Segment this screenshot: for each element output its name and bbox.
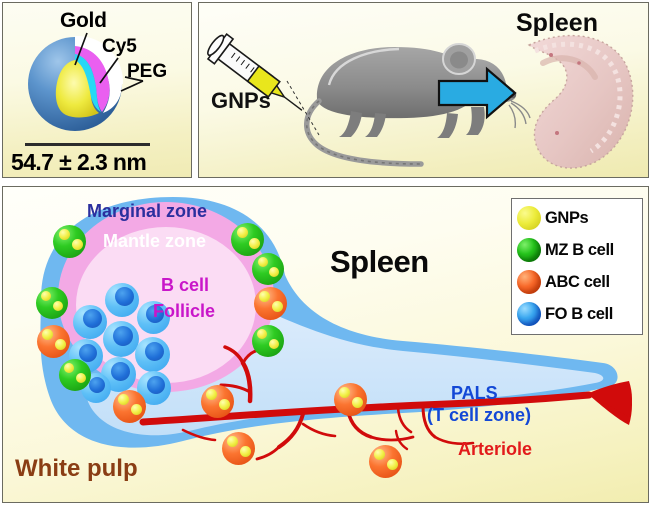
- gnp-particle: [118, 394, 129, 405]
- gnp-particle: [41, 291, 51, 301]
- gnp-particle: [269, 339, 279, 349]
- mz-b-cell: [252, 253, 284, 285]
- fo-b-cell-nucleus: [89, 377, 105, 393]
- label-white-pulp: White pulp: [15, 455, 138, 482]
- gnp-particle: [42, 329, 53, 340]
- transfer-arrow-icon: [437, 66, 517, 120]
- fo-b-cell-nucleus: [146, 305, 164, 323]
- gnp-particle: [257, 329, 267, 339]
- legend-label: FO B cell: [545, 304, 613, 323]
- label-arteriole: Arteriole: [458, 439, 533, 459]
- injection-path: [286, 80, 320, 136]
- gnp-particle: [206, 389, 217, 400]
- label-pals-line2: (T cell zone): [427, 405, 532, 425]
- legend-item-abc-cell: ABC cell: [517, 267, 610, 297]
- gnp-particle: [339, 387, 350, 398]
- gnp-particle: [72, 239, 83, 250]
- nanoparticle-label-peg: PEG: [127, 61, 168, 82]
- gnp-particle: [240, 446, 251, 457]
- gnp-particle: [269, 267, 279, 277]
- fo-b-cell-swatch-icon: [517, 302, 541, 326]
- gnp-particle: [259, 291, 270, 302]
- legend-item-gnps: GNPs: [517, 203, 589, 233]
- label-b-cell-follicle-line1: B cell: [161, 275, 210, 295]
- gnp-particle: [227, 436, 238, 447]
- fo-b-cell-nucleus: [111, 362, 130, 381]
- mz-b-cell: [59, 359, 91, 391]
- legend-box: GNPs MZ B cell ABC cell FO B cell: [511, 198, 643, 335]
- nanoparticle-label-cy5: Cy5: [102, 36, 137, 57]
- gnp-particle: [237, 227, 248, 238]
- gnp-particle: [53, 301, 63, 311]
- gnp-particle: [76, 373, 86, 383]
- gnp-particle: [272, 301, 283, 312]
- fo-b-cell-nucleus: [115, 287, 134, 306]
- label-marginal-zone: Marginal zone: [87, 201, 208, 221]
- panel-nanoparticle-schematic: Gold Cy5 PEG 54.7 ± 2.3 nm: [2, 2, 192, 178]
- legend-label: ABC cell: [545, 272, 610, 291]
- panel-white-pulp-schematic: Marginal zone Mantle zone B cell Follicl…: [2, 186, 649, 503]
- legend-label: MZ B cell: [545, 240, 614, 259]
- gnp-particle: [55, 339, 66, 350]
- mz-b-cell: [36, 287, 68, 319]
- gnp-particle: [258, 257, 268, 267]
- mz-b-cell: [252, 325, 284, 357]
- mouse-injection-illustration: [206, 33, 634, 169]
- abc-cell-swatch-icon: [517, 270, 541, 294]
- gnp-particle: [131, 404, 142, 415]
- organ-label-spleen: Spleen: [516, 9, 598, 37]
- syringe-icon: [206, 33, 303, 111]
- scale-bar: [25, 143, 150, 146]
- gnp-particle: [374, 449, 385, 460]
- gnp-particle: [219, 399, 230, 410]
- nanoparticle-size-text: 54.7 ± 2.3 nm: [11, 149, 147, 175]
- legend-item-mz-b-cell: MZ B cell: [517, 235, 614, 265]
- label-b-cell-follicle-line2: Follicle: [153, 301, 216, 321]
- fo-b-cell-nucleus: [79, 344, 97, 362]
- gnp-particle: [59, 229, 70, 240]
- gnp-particle: [249, 238, 260, 249]
- legend-item-fo-b-cell: FO B cell: [517, 299, 613, 329]
- fo-b-cell-nucleus: [113, 326, 133, 346]
- gnp-particle: [64, 363, 74, 373]
- label-spleen-title: Spleen: [330, 244, 429, 279]
- fo-b-cell-nucleus: [83, 309, 102, 328]
- gnp-particle: [352, 397, 363, 408]
- mz-b-cell-swatch-icon: [517, 238, 541, 262]
- label-pals-line1: PALS: [451, 383, 498, 403]
- legend-label: GNPs: [545, 208, 589, 227]
- fo-b-cell-nucleus: [145, 342, 164, 361]
- nanoparticle-label-gold: Gold: [60, 9, 107, 32]
- gnp-particle: [387, 459, 398, 470]
- panel-animal-study: Spleen GNPs: [198, 2, 649, 178]
- gnps-swatch-icon: [517, 206, 541, 230]
- label-mantle-zone: Mantle zone: [103, 231, 207, 251]
- fo-b-cell-nucleus: [147, 376, 165, 394]
- spleen-organ-illustration: [527, 34, 634, 169]
